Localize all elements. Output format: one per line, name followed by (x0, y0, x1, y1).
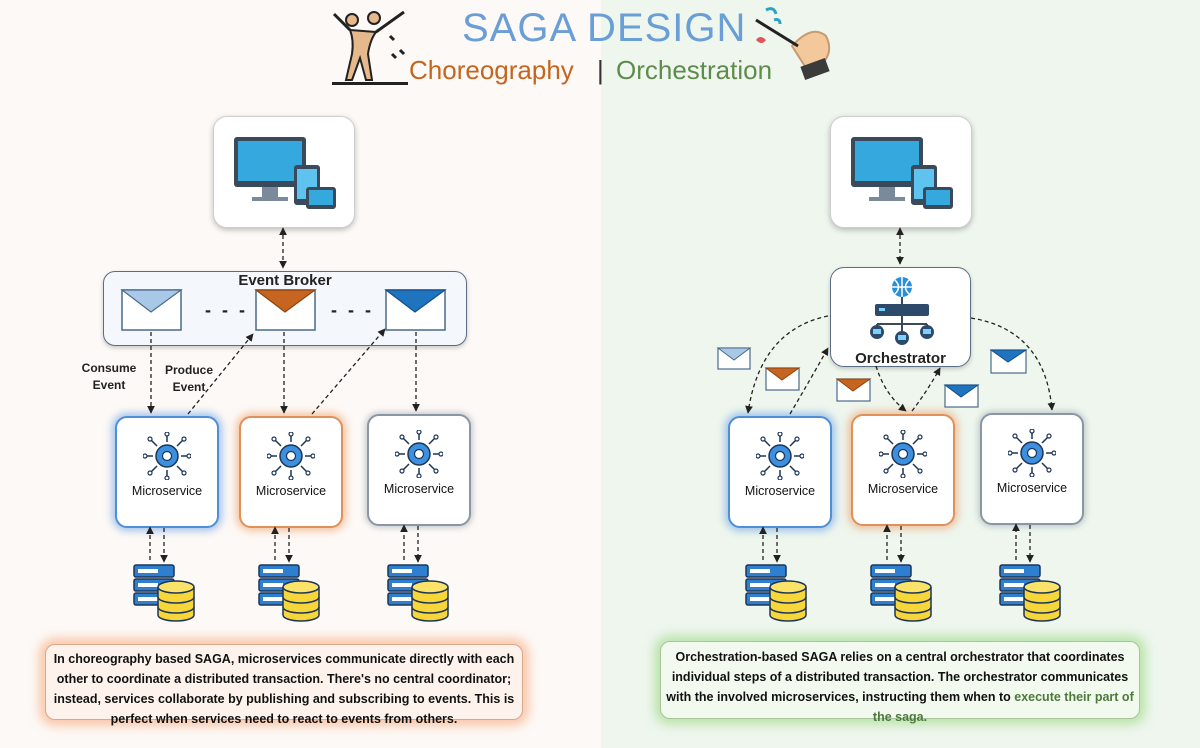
subtitle-orchestration: Orchestration (616, 55, 773, 85)
gear-network-icon (395, 430, 443, 478)
microservice-label: Microservice (996, 481, 1068, 495)
microservice-card: Microservice (851, 414, 955, 526)
orchestration-description: Orchestration-based SAGA relies on a cen… (660, 641, 1140, 724)
envelope-icon (764, 367, 801, 391)
computer-devices-icon (851, 137, 953, 209)
server-database-icon (999, 564, 1061, 622)
orchestrator-label: Orchestrator (855, 350, 946, 367)
dancers-icon (332, 10, 408, 85)
event-broker-label: Event Broker (238, 272, 332, 289)
envelope-icon (989, 349, 1028, 374)
subtitle-choreography: Choreography (409, 55, 574, 85)
subtitle-separator: | (597, 55, 604, 85)
computer-devices-icon (234, 137, 336, 209)
microservice-card: Microservice (367, 414, 471, 526)
gear-network-icon (756, 432, 804, 480)
server-database-icon (870, 564, 932, 622)
microservice-label: Microservice (867, 482, 939, 496)
microservice-card: Microservice (115, 416, 219, 528)
microservice-label: Microservice (744, 484, 816, 498)
envelope-icon (835, 378, 872, 402)
server-database-icon (258, 564, 320, 622)
envelope-icon (120, 289, 183, 331)
page-title: SAGA DESIGN (462, 6, 747, 50)
broker-dash-1: - - - (205, 300, 248, 320)
gear-network-icon (879, 430, 927, 478)
server-database-icon (387, 564, 449, 622)
microservice-card: Microservice (728, 416, 832, 528)
microservice-card: Microservice (980, 413, 1084, 525)
network-hub-icon (870, 277, 934, 345)
microservice-label: Microservice (255, 484, 327, 498)
gear-network-icon (267, 432, 315, 480)
gear-network-icon (143, 432, 191, 480)
envelope-icon (254, 289, 317, 331)
broker-dash-2: - - - (331, 300, 374, 320)
microservice-label: Microservice (383, 482, 455, 496)
produce-event-label: Produce Event (164, 363, 213, 394)
server-database-icon (745, 564, 807, 622)
server-database-icon (133, 564, 195, 622)
gear-network-icon (1008, 429, 1056, 477)
microservice-card: Microservice (239, 416, 343, 528)
client-card-right (830, 116, 972, 228)
orchestration-description-tail: execute their part of the saga. (872, 690, 1134, 724)
envelope-icon (943, 384, 980, 408)
microservice-label: Microservice (131, 484, 203, 498)
choreography-description: In choreography based SAGA, microservice… (45, 644, 523, 726)
header-icons (332, 7, 831, 85)
client-card-left (213, 116, 355, 228)
orchestrator: Orchestrator (830, 267, 971, 367)
envelope-icon (716, 347, 752, 370)
conductor-hand-icon (755, 7, 831, 81)
envelope-icon (384, 289, 447, 331)
consume-event-label: Consume Event (81, 361, 137, 392)
